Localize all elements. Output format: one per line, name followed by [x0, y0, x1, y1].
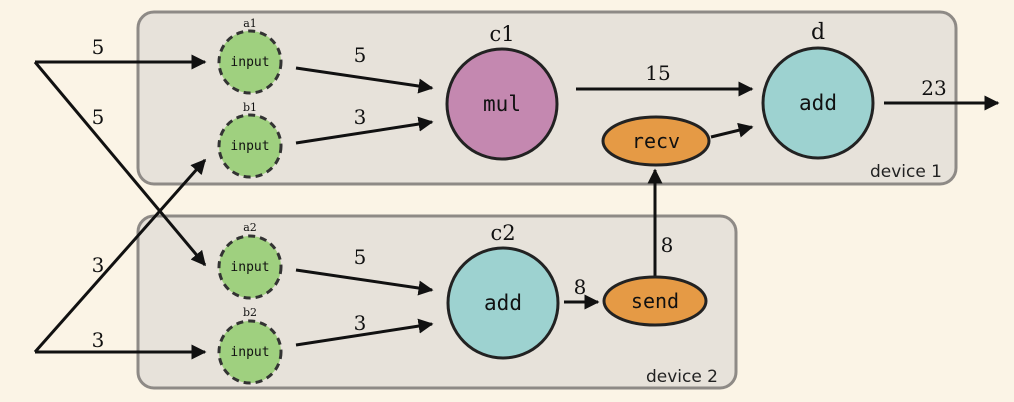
device-1-label: device 1 — [870, 162, 942, 182]
node-recv-op: recv — [632, 129, 680, 153]
label-in-b-top: 3 — [92, 253, 105, 277]
edge-in-b1 — [33, 158, 207, 353]
node-d: add d — [761, 20, 875, 160]
node-b2: input b2 — [217, 306, 283, 385]
node-a1: input a1 — [217, 17, 283, 95]
node-a2-op: input — [230, 260, 269, 275]
node-b1-circle — [217, 113, 283, 179]
edge-a1-c1 — [295, 66, 434, 94]
node-a2: input a2 — [217, 221, 283, 300]
node-c1: mul c1 — [445, 22, 559, 161]
edge-b1-c1 — [295, 116, 434, 145]
edge-b2-c2 — [295, 318, 434, 347]
node-c1-name: c1 — [489, 22, 514, 46]
edge-a2-c2 — [295, 268, 434, 296]
node-c2: add c2 — [446, 221, 560, 360]
node-c2-name: c2 — [490, 221, 515, 245]
label-b2-c2: 3 — [354, 311, 367, 335]
device-2-label: device 2 — [646, 367, 718, 387]
label-a1-c1: 5 — [354, 43, 367, 67]
node-b2-op: input — [230, 345, 269, 360]
node-c1-op: mul — [483, 92, 521, 116]
node-c1-circle — [445, 47, 559, 161]
edge-in-a2 — [33, 61, 207, 267]
device-2-box — [136, 214, 738, 390]
node-d-circle — [761, 46, 875, 160]
edge-recv-d — [710, 122, 754, 139]
label-send-recv: 8 — [661, 233, 674, 257]
node-a2-name: a2 — [243, 221, 257, 234]
node-c2-op: add — [484, 291, 522, 315]
label-in-b-bottom: 3 — [92, 328, 105, 352]
label-c1-d: 15 — [645, 61, 670, 85]
label-d-out: 23 — [921, 76, 946, 100]
node-a1-name: a1 — [243, 17, 257, 30]
node-b1-op: input — [230, 139, 269, 154]
node-recv: recv — [601, 115, 711, 167]
node-recv-ellipse — [601, 115, 711, 167]
node-b1: input b1 — [217, 101, 283, 179]
node-a2-circle — [217, 234, 283, 300]
node-b2-circle — [217, 319, 283, 385]
label-a2-c2: 5 — [354, 245, 367, 269]
node-d-name: d — [811, 20, 825, 45]
label-c2-send: 8 — [574, 275, 587, 299]
node-b2-name: b2 — [243, 306, 257, 319]
node-d-op: add — [799, 91, 837, 115]
node-send-ellipse — [602, 275, 708, 327]
node-send-op: send — [631, 289, 679, 313]
node-b1-name: b1 — [243, 101, 257, 114]
label-b1-c1: 3 — [354, 105, 367, 129]
label-in-a-bottom: 5 — [92, 105, 105, 129]
label-in-a-top: 5 — [92, 35, 105, 59]
internal-edges — [295, 66, 1000, 347]
node-a1-op: input — [230, 55, 269, 70]
node-a1-circle — [217, 29, 283, 95]
input-edges — [33, 54, 207, 360]
node-send: send — [602, 275, 708, 327]
node-c2-circle — [446, 246, 560, 360]
